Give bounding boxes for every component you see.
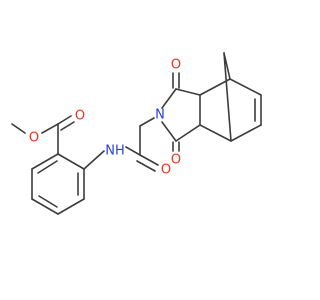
atom-o-ester-carbonyl: O [75,109,85,124]
atom-o-imide-top: O [171,58,181,73]
bond-c3a-c4 [199,78,231,96]
atom-n-imide: N [155,108,165,123]
bond-oether-ch3 [11,123,26,134]
camide-o-double-a [139,154,159,166]
benzene-inner-3 [37,160,58,174]
benzene-bond-5 [31,153,59,170]
benzene-inner-2 [38,195,58,208]
methyl-ester [11,115,75,155]
bond-camide-nh [125,146,141,156]
bond-nh-aryl [83,150,105,170]
atom-o-imide-bottom: O [171,153,181,168]
bond-n-ch2 [139,117,155,127]
benzene-bond-2 [57,198,85,215]
benzene-ring [31,153,85,215]
molecule-canvas: O O N O NH O O [11,52,262,215]
bond-c1-n [161,88,177,109]
amide-linker [83,117,159,172]
benzene-bond-6 [57,153,85,170]
bond-c7-c7a [199,124,232,142]
bond-c3-c7a [175,124,201,142]
norbornene-ring [199,52,262,142]
atom-o-ester-ether: O [29,131,39,146]
atom-o-amide: O [161,163,171,178]
cester-o-double-b [60,121,75,131]
structure-diagram: O O N O NH O O [11,52,262,215]
bond-n-c3 [161,121,177,142]
atom-nh-amide: NH [105,144,125,159]
camide-o-double-b [136,160,156,172]
bridge-bond-2 [223,52,232,142]
atom-labels: O O N O NH O O [29,58,181,178]
bond-c4-c5 [229,78,262,96]
cester-o-double-a [57,115,72,125]
benzene-bond-3 [31,198,59,215]
bond-c6-c7 [230,124,262,142]
bond-cester-oether [41,123,59,134]
imide-ring [161,72,201,152]
bond-c3a-c1 [175,88,201,96]
